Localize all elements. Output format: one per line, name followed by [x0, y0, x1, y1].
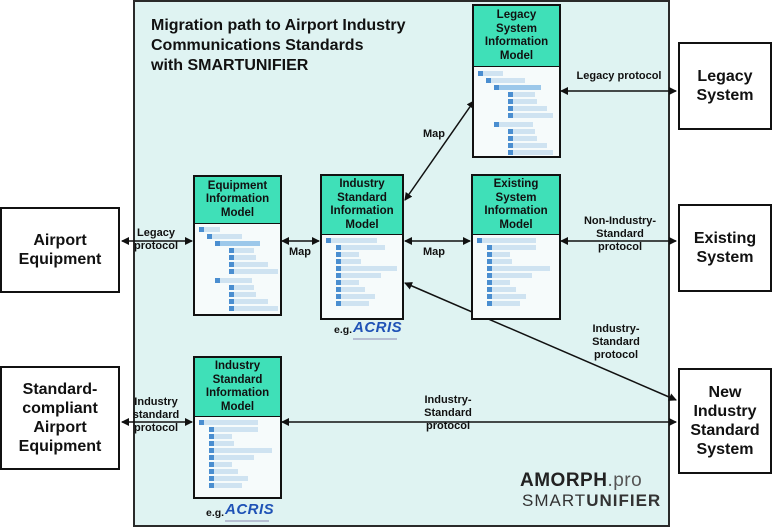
model-tree — [195, 224, 280, 314]
standard-compliant-equipment-box: Standard- compliant Airport Equipment — [0, 366, 120, 470]
model-tree — [195, 417, 280, 497]
industry-protocol-right-label: Industry- Standard protocol — [592, 323, 640, 361]
acris-logo-bottom-subline — [225, 520, 269, 522]
acris-logo-top: ACRIS — [353, 319, 403, 336]
map-label-existing: Map — [423, 246, 445, 258]
non-industry-protocol-label: Non-Industry- Standard protocol — [583, 215, 657, 253]
legacy-protocol-left-label: Legacy protocol — [134, 227, 178, 252]
model-header: Legacy System Information Model — [474, 6, 559, 67]
acris-logo-bottom: ACRIS — [225, 501, 275, 518]
airport-equipment-box: Airport Equipment — [0, 207, 120, 293]
model-header: Equipment Information Model — [195, 177, 280, 224]
arrow-industry-to-new — [404, 282, 677, 401]
existing-system-information-model: Existing System Information Model — [471, 174, 561, 320]
amorph-pro-logo: AMORPH.pro — [520, 470, 643, 491]
model-tree — [474, 67, 559, 156]
industry-protocol-bottom-label: Industry- Standard protocol — [424, 394, 472, 432]
arrow-industry-to-legacy — [404, 100, 475, 201]
model-header: Existing System Information Model — [473, 176, 559, 235]
industry-standard-information-model: Industry Standard Information Model — [320, 174, 404, 320]
legacy-system-information-model: Legacy System Information Model — [472, 4, 561, 158]
industry-standard-information-model-bottom: Industry Standard Information Model — [193, 356, 282, 499]
eg-label-top: e.g. — [334, 324, 353, 336]
acris-logo-top-subline — [353, 338, 397, 340]
industry-protocol-left-label: Industry standard protocol — [132, 396, 180, 434]
model-header: Industry Standard Information Model — [322, 176, 402, 235]
model-header: Industry Standard Information Model — [195, 358, 280, 417]
eg-label-bottom: e.g. — [206, 507, 225, 519]
legacy-system-box: Legacy System — [678, 42, 772, 130]
equipment-information-model: Equipment Information Model — [193, 175, 282, 316]
model-tree — [473, 235, 559, 318]
smartunifier-logo: SMARTUNIFIER — [522, 491, 662, 510]
model-tree — [322, 235, 402, 318]
map-label-legacy: Map — [423, 128, 445, 140]
existing-system-box: Existing System — [678, 204, 772, 292]
new-industry-system-box: New Industry Standard System — [678, 368, 772, 474]
legacy-protocol-right-label: Legacy protocol — [576, 70, 662, 82]
diagram-title: Migration path to Airport Industry Commu… — [151, 17, 406, 74]
map-label-equipment: Map — [289, 246, 311, 258]
